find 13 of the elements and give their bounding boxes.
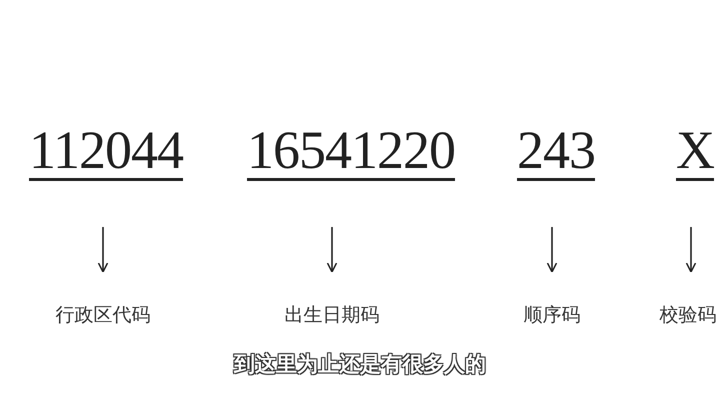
arrow	[686, 227, 696, 273]
arrow	[326, 227, 338, 273]
field-label: 行政区代码	[56, 304, 150, 326]
subtitle: 到这里为止还是有很多人的	[234, 352, 486, 376]
field-label: 出生日期码	[284, 304, 380, 326]
arrow	[546, 227, 558, 273]
underlined-number: X	[676, 122, 714, 181]
arrow	[98, 227, 108, 273]
underlined-number: 243	[517, 122, 595, 181]
underlined-number: 112044	[29, 122, 183, 181]
field-label: 顺序码	[524, 304, 580, 326]
underlined-number: 16541220	[247, 122, 455, 181]
field-label: 校验码	[660, 304, 716, 326]
